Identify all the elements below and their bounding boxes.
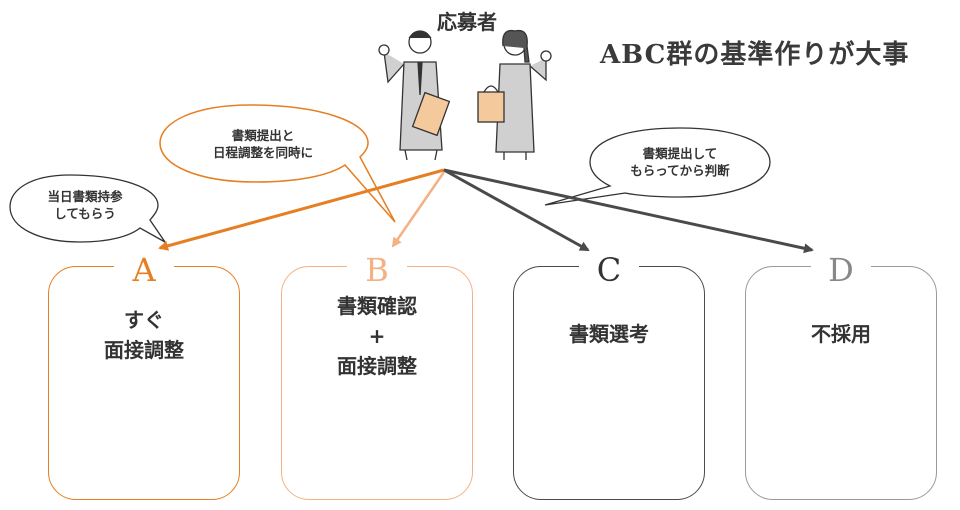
bubble-b-line2: 日程調整を同時に xyxy=(212,145,313,160)
speech-bubble-c xyxy=(544,127,771,206)
bubble-a-text: 当日書類持参 してもらう xyxy=(30,188,140,222)
box-c-letter: C xyxy=(579,253,639,287)
box-a: すぐ 面接調整 xyxy=(48,266,240,500)
box-b-letter: B xyxy=(347,253,407,287)
box-c-line1: 書類選考 xyxy=(569,322,649,346)
bubble-a-line2: してもらう xyxy=(54,206,116,221)
box-b-line2: + xyxy=(368,324,386,348)
bubble-c-text: 書類提出して もらってから判断 xyxy=(610,145,750,179)
bubble-b-text: 書類提出と 日程調整を同時に xyxy=(178,127,348,161)
box-a-line1: すぐ xyxy=(124,308,164,332)
box-b-line1: 書類確認 xyxy=(337,294,417,318)
speech-bubble-a xyxy=(9,174,166,243)
arrow-to-c xyxy=(443,168,590,252)
box-d-letter: D xyxy=(811,253,871,287)
diagram-title: ABC群の基準作りが大事 xyxy=(600,40,910,70)
speech-bubble-b xyxy=(159,104,396,223)
box-a-letter: A xyxy=(114,253,174,287)
box-d-text: 不採用 xyxy=(746,319,936,349)
applicants-icon xyxy=(378,29,552,161)
box-d-line1: 不採用 xyxy=(811,322,871,346)
box-c: 書類選考 xyxy=(513,266,705,500)
bubble-c-line1: 書類提出して xyxy=(642,146,718,161)
box-a-text: すぐ 面接調整 xyxy=(49,305,239,365)
bubble-b-line1: 書類提出と xyxy=(231,128,295,143)
arrow-to-b xyxy=(391,171,446,248)
box-a-line2: 面接調整 xyxy=(104,338,184,362)
bubble-c-line2: もらってから判断 xyxy=(630,163,730,178)
box-d: 不採用 xyxy=(745,266,937,500)
box-b: 書類確認 + 面接調整 xyxy=(281,266,473,500)
box-c-text: 書類選考 xyxy=(514,319,704,349)
box-b-text: 書類確認 + 面接調整 xyxy=(282,291,472,381)
box-b-line3: 面接調整 xyxy=(337,354,417,378)
bubble-a-line1: 当日書類持参 xyxy=(47,189,123,204)
arrow-to-d xyxy=(443,168,814,254)
applicant-label: 応募者 xyxy=(437,10,497,34)
arrow-to-a xyxy=(158,168,445,251)
